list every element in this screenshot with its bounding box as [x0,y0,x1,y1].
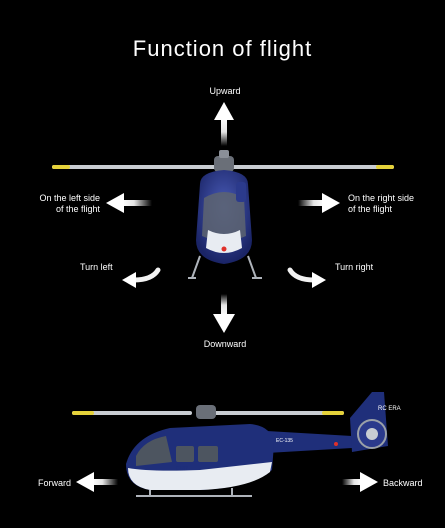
right-arrow-icon [298,193,340,213]
label-backward: Backward [383,478,423,488]
helicopter-side-view: RC ERA EC-135 C187 [72,392,401,497]
label-left-side-line1: On the left side [39,193,100,203]
label-upward: Upward [209,86,241,96]
backward-arrow-icon [342,472,378,492]
label-turn-left: Turn left [80,262,113,272]
label-downward: Downward [203,339,247,349]
tail-brand-text: RC ERA [378,406,401,412]
left-arrow-icon [106,193,152,213]
label-right-side: On the right side of the flight [348,193,438,215]
body-model-text: EC-135 [276,438,293,444]
label-right-side-line1: On the right side [348,193,415,203]
label-right-side-line2: of the flight [348,204,393,214]
forward-arrow-icon [76,472,118,492]
door-text: C187 [176,466,188,472]
upward-arrow-icon [214,102,234,146]
page-title: Function of flight [132,36,313,61]
label-forward: Forward [38,478,72,488]
label-left-side: On the left side of the flight [20,193,100,215]
turn-left-arrow-icon [122,267,161,288]
label-left-side-line2: of the flight [55,204,100,214]
label-turn-right: Turn right [335,262,374,272]
turn-right-arrow-icon [287,267,326,288]
helicopter-front-view [52,150,394,279]
downward-arrow-icon [213,294,235,333]
